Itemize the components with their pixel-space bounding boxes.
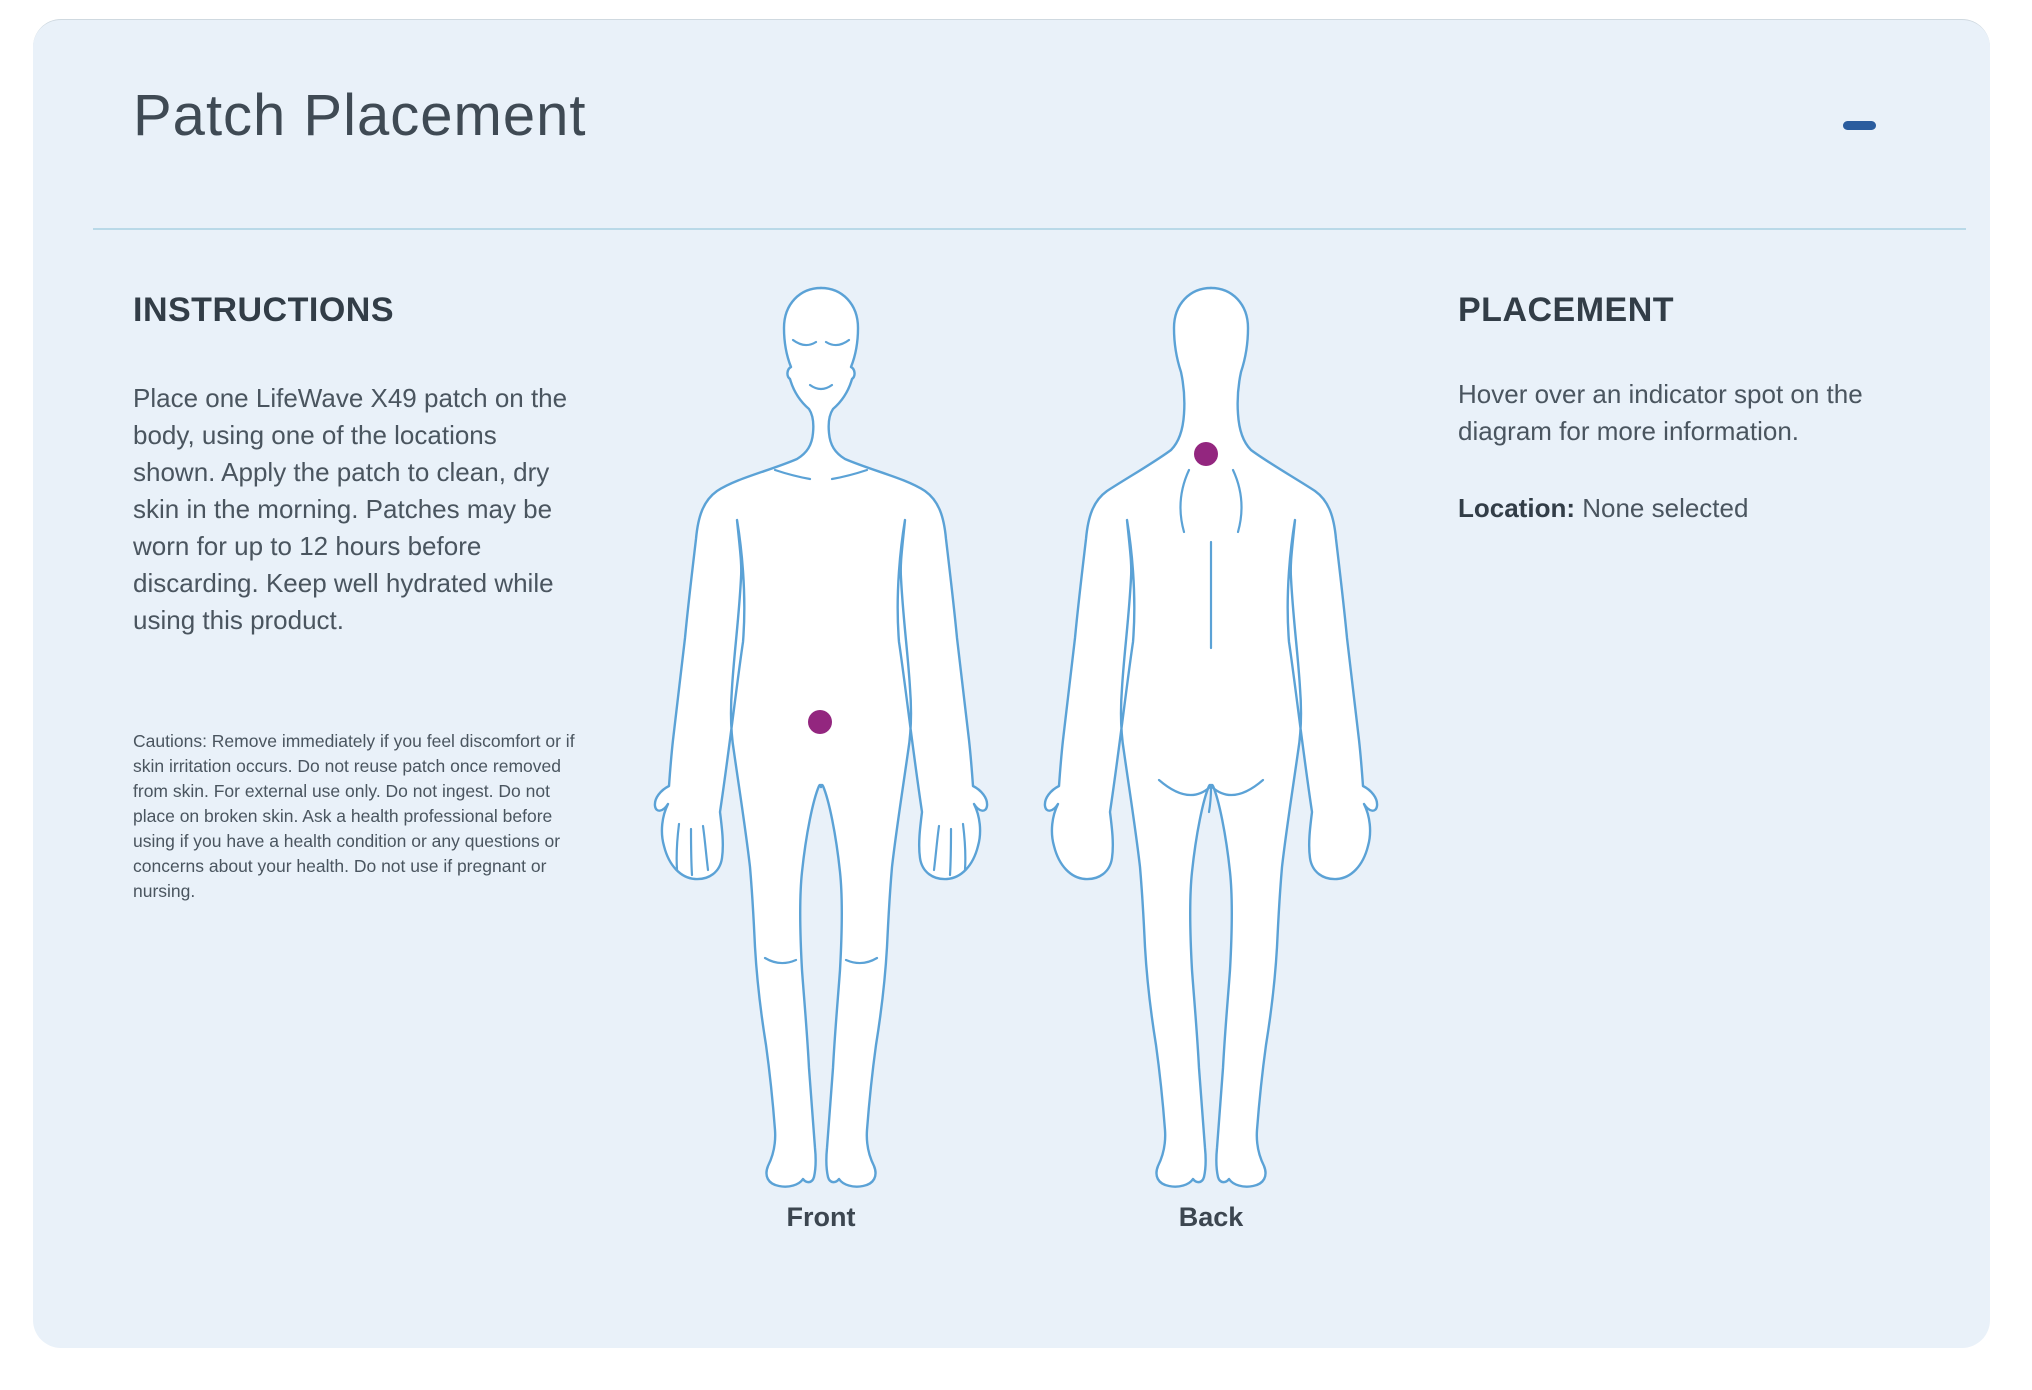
patch-placement-card: Patch Placement INSTRUCTIONS Place one L… bbox=[33, 19, 1990, 1348]
back-body-details bbox=[1157, 468, 1265, 814]
instructions-body: Place one LifeWave X49 patch on the body… bbox=[133, 383, 568, 635]
buttock-cleft-line bbox=[1207, 786, 1213, 814]
instructions-heading: INSTRUCTIONS bbox=[133, 291, 394, 329]
back-body-outline bbox=[1043, 286, 1213, 1188]
collapse-button[interactable] bbox=[1836, 112, 1882, 138]
front-body-outline bbox=[653, 286, 823, 1188]
front-figure-label: Front bbox=[786, 1202, 856, 1232]
page-title: Patch Placement bbox=[133, 83, 587, 148]
instructions-section: INSTRUCTIONS Place one LifeWave X49 patc… bbox=[133, 291, 585, 904]
front-body-diagram bbox=[653, 286, 989, 1188]
location-value: None selected bbox=[1582, 493, 1749, 523]
minus-icon bbox=[1842, 120, 1876, 130]
location-label: Location: bbox=[1458, 493, 1575, 523]
section-divider bbox=[93, 228, 1966, 230]
front-body-details bbox=[675, 338, 967, 965]
mouth-line bbox=[808, 383, 834, 391]
placement-hint: Hover over an indicator spot on the diag… bbox=[1458, 379, 1863, 446]
placement-heading: PLACEMENT bbox=[1458, 291, 1675, 329]
placement-section: PLACEMENT Hover over an indicator spot o… bbox=[1458, 291, 1928, 524]
back-figure-label: Back bbox=[1178, 1202, 1244, 1232]
location-line: Location: None selected bbox=[1458, 493, 1928, 524]
placement-spot-back-spine[interactable] bbox=[1194, 442, 1218, 466]
back-body-diagram bbox=[1043, 286, 1379, 1188]
cautions-text: Cautions: Remove immediately if you feel… bbox=[133, 731, 575, 901]
placement-spot-front-abdomen[interactable] bbox=[808, 710, 832, 734]
